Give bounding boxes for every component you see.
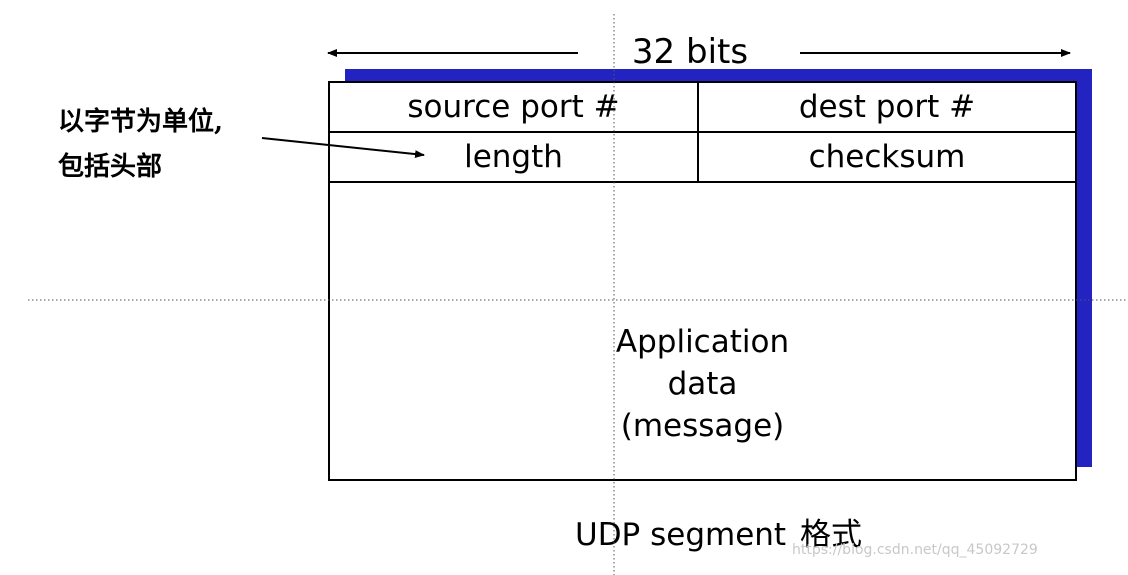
payload-label: Application data (message) xyxy=(330,321,1075,447)
dest-port-field: dest port # xyxy=(798,89,976,125)
width-label: 32 bits xyxy=(631,32,749,72)
caption-main: UDP segment xyxy=(575,517,787,553)
watermark: https://blog.csdn.net/qq_45092729 xyxy=(792,542,1038,558)
length-annotation: 以字节为单位, 包括头部 xyxy=(58,100,288,190)
source-port-field: source port # xyxy=(330,83,699,131)
payload-label-line-2: data xyxy=(667,366,738,402)
length-field: length xyxy=(330,133,699,181)
payload-label-line-3: (message) xyxy=(620,408,785,444)
checksum-field: checksum xyxy=(808,139,966,175)
header-row-ports: source port # dest port # xyxy=(330,83,1075,133)
diagram-caption: UDP segment 格式 xyxy=(575,512,862,558)
annotation-line-1: 以字节为单位, xyxy=(58,107,224,137)
payload-label-line-1: Application xyxy=(615,324,790,360)
udp-segment-box: source port # dest port # length checksu… xyxy=(328,81,1077,481)
payload-area: Application data (message) xyxy=(330,183,1075,479)
header-row-length-checksum: length checksum xyxy=(330,133,1075,183)
caption-suffix: 格式 xyxy=(799,517,862,553)
annotation-line-2: 包括头部 xyxy=(58,152,163,182)
